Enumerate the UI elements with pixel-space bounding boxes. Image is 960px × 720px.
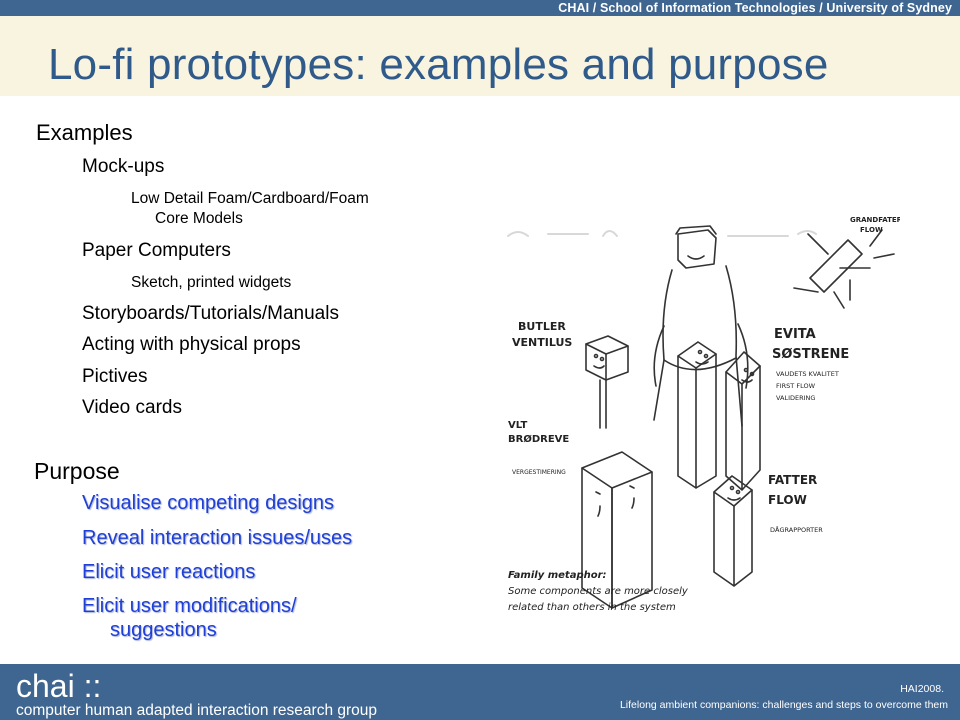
conference-label: HAI2008.: [900, 683, 944, 695]
purpose-item-reveal: Reveal interaction issues/uses: [82, 527, 353, 549]
talk-description: Lifelong ambient companions: challenges …: [619, 699, 948, 711]
chai-logo: chai ::: [16, 668, 102, 704]
sketch-label-father-3: DÅGRAPPORTER: [770, 525, 823, 534]
sketch-caption-line1: Some components are more closely: [508, 586, 689, 597]
example-mockups-detail: Low Detail Foam/Cardboard/Foam Core Mode…: [131, 189, 369, 229]
purpose-item-modifications: Elicit user modifications/ suggestions: [82, 594, 297, 642]
sketch-label-grandfather-1: GRANDFATER: [850, 216, 900, 224]
example-video-cards: Video cards: [82, 397, 182, 418]
sketch-label-butler-1: BUTLER: [518, 320, 566, 333]
sketch-caption-bold: Family metaphor:: [508, 570, 607, 581]
sketch-label-evita-4: FIRST FLOW: [776, 382, 816, 390]
sketch-label-vlt-1: VLT: [508, 420, 527, 431]
slide-content: Examples Mock-ups Low Detail Foam/Cardbo…: [0, 96, 960, 664]
sketch-label-butler-2: VENTILUS: [512, 336, 572, 349]
institution-bar: CHAI / School of Information Technologie…: [0, 0, 960, 16]
purpose-item-modifications-line1: Elicit user modifications/: [82, 595, 297, 617]
sketch-label-grandfather-2: FLOW: [860, 226, 883, 234]
sketch-label-evita-5: VALIDERING: [776, 394, 815, 402]
title-band: Lo-fi prototypes: examples and purpose: [0, 16, 960, 96]
sketch-label-evita-3: VAUDETS KVALITET: [776, 370, 839, 378]
examples-heading: Examples: [36, 120, 133, 145]
sketch-drawing: GRANDFATER FLOW BUTLER VENTILUS EVITA SØ…: [507, 216, 900, 613]
sketch-caption-line2: related than others in the system: [508, 602, 676, 613]
example-mockups: Mock-ups: [82, 156, 165, 177]
example-paper-computers-detail: Sketch, printed widgets: [131, 274, 292, 291]
footer-bar: chai :: computer human adapted interacti…: [0, 664, 960, 720]
purpose-item-modifications-line2: suggestions: [110, 619, 217, 641]
sketch-label-evita-1: EVITA: [774, 327, 816, 342]
institution-name: CHAI / School of Information Technologie…: [558, 1, 952, 15]
mockups-detail-line1: Low Detail Foam/Cardboard/Foam: [131, 190, 369, 207]
family-metaphor-sketch: GRANDFATER FLOW BUTLER VENTILUS EVITA SØ…: [488, 206, 900, 616]
example-storyboards: Storyboards/Tutorials/Manuals: [82, 303, 339, 324]
example-pictives: Pictives: [82, 366, 148, 387]
slide-title: Lo-fi prototypes: examples and purpose: [48, 40, 829, 89]
sketch-label-evita-2: SØSTRENE: [772, 347, 849, 362]
example-paper-computers: Paper Computers: [82, 240, 231, 261]
purpose-item-reactions: Elicit user reactions: [82, 561, 256, 583]
sketch-label-vlt-3: VERGESTIMERING: [512, 469, 566, 476]
example-acting: Acting with physical props: [82, 334, 301, 355]
purpose-heading: Purpose: [34, 458, 120, 484]
research-group-name: computer human adapted interaction resea…: [16, 702, 378, 719]
sketch-label-father-1: FATTER: [768, 473, 817, 487]
sketch-label-father-2: FLOW: [768, 493, 807, 507]
mockups-detail-line2: Core Models: [155, 210, 243, 227]
purpose-item-visualise: Visualise competing designs: [82, 492, 335, 514]
sketch-label-vlt-2: BRØDREVE: [508, 433, 569, 445]
